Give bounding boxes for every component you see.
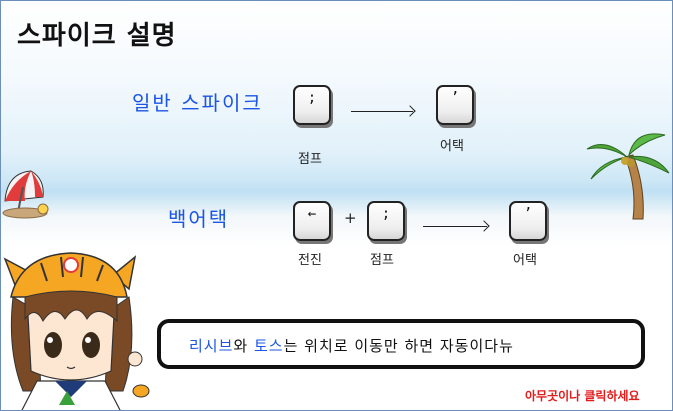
left-arrow-key-icon: ← (293, 201, 331, 241)
plus-sign: + (344, 209, 357, 227)
apostrophe-key-icon: ’ (509, 201, 547, 241)
arrow-right-icon (351, 111, 413, 112)
forward-caption: 전진 (298, 253, 322, 268)
arrow-right-icon (423, 226, 487, 227)
jump-caption: 점프 (298, 152, 322, 167)
receive-text: 리시브 (189, 337, 234, 355)
apostrophe-key-icon: ’ (436, 85, 474, 125)
page-title: 스파이크 설명 (17, 21, 177, 51)
attack-caption: 어택 (440, 139, 464, 154)
attack-caption: 어택 (513, 253, 537, 268)
back-attack-label: 백어택 (168, 207, 230, 231)
note-connector-text: 와 (233, 337, 254, 355)
tip-box: 리시브와 토스는 위치로 이동만 하면 자동이다뉴 (157, 319, 645, 369)
beach-umbrella-icon (2, 170, 49, 219)
tiger-hat-girl-character-image (3, 252, 150, 410)
toss-text: 토스 (253, 337, 284, 355)
normal-spike-label: 일반 스파이크 (132, 91, 263, 115)
click-anywhere-hint[interactable]: 아무곳이나 클릭하세요 (525, 389, 640, 403)
note-rest-text: 는 위치로 이동만 하면 자동이다뉴 (283, 337, 514, 355)
palm-tree-icon (586, 133, 670, 220)
semicolon-key-icon: ; (293, 85, 331, 125)
semicolon-key-icon: ; (367, 201, 405, 241)
jump-caption: 점프 (370, 253, 394, 268)
